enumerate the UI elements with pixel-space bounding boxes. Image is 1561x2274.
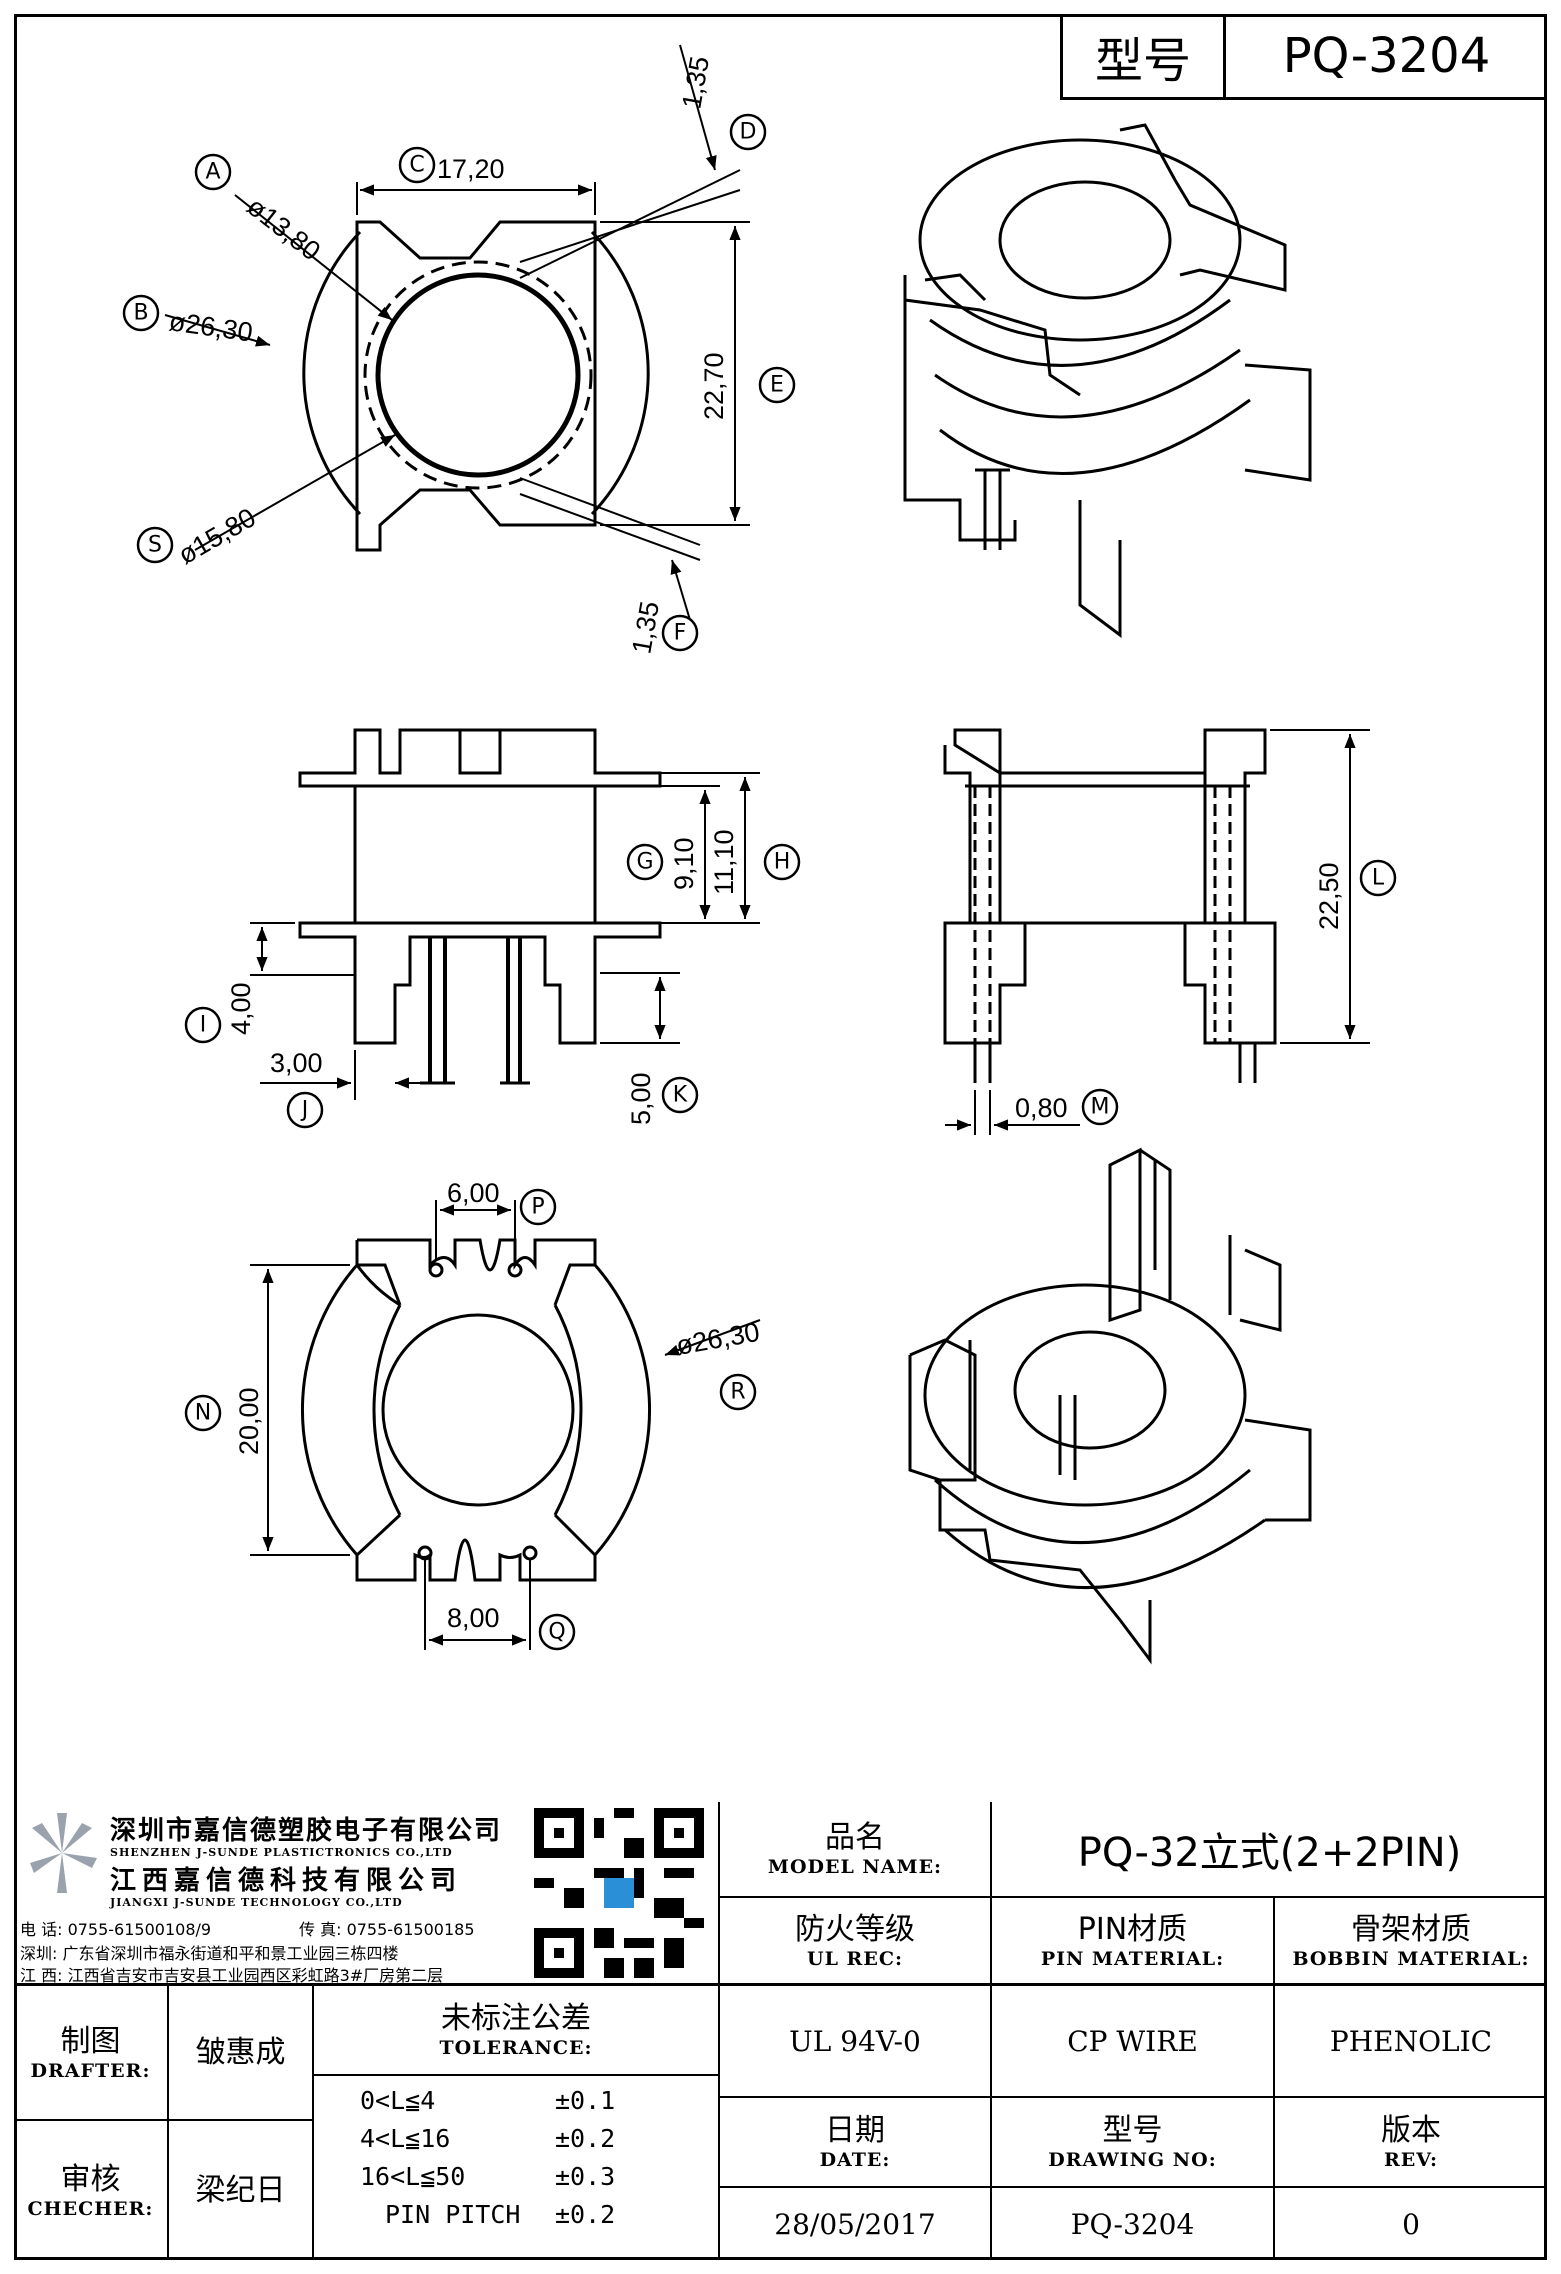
dim-s: ø15,80 <box>173 502 261 570</box>
dim-a: ø13,80 <box>241 191 326 266</box>
dim-c: 17,20 <box>437 154 505 184</box>
dim-i: 4,00 <box>226 982 256 1035</box>
header-model-label: 型号 <box>1060 14 1223 100</box>
isometric-view-bottom <box>908 1147 1312 1665</box>
dim-j: 3,00 <box>270 1048 323 1078</box>
callout-d: D <box>740 120 757 145</box>
tolerance-range-3: 16<L≦50 <box>360 2162 466 2191</box>
tolerance-table <box>314 2076 720 2260</box>
isometric-view-top <box>903 123 1312 638</box>
callout-k: K <box>673 1083 688 1108</box>
dim-l: 22,50 <box>1314 862 1344 930</box>
dim-e: 22,70 <box>699 352 729 420</box>
dim-b: ø26,30 <box>167 306 254 347</box>
tolerance-label: 未标注公差 TOLERANCE: <box>314 1986 720 2076</box>
ul-label: 防火等级 UL REC: <box>720 1898 992 1986</box>
callout-l: L <box>1372 866 1385 891</box>
callout-b: B <box>133 301 148 326</box>
callout-a: A <box>205 160 220 185</box>
tolerance-value-1: ±0.1 <box>555 2086 616 2115</box>
bobbin-material-label: 骨架材质 BOBBIN MATERIAL: <box>1275 1898 1547 1986</box>
side-view <box>943 728 1370 1135</box>
dim-m: 0,80 <box>1015 1093 1068 1123</box>
qr-code-icon <box>534 1808 704 1978</box>
bottom-view <box>250 1200 761 1650</box>
front-view <box>250 728 760 1100</box>
callout-f: F <box>674 621 687 646</box>
dim-h: 11,10 <box>709 829 739 895</box>
callout-n: N <box>195 1401 211 1426</box>
company-name-en-1: SHENZHEN J-SUNDE PLASTICTRONICS CO.,LTD <box>110 1846 453 1859</box>
dim-k: 5,00 <box>626 1072 656 1125</box>
callout-g: G <box>636 850 653 875</box>
callout-c: C <box>409 153 424 178</box>
company-name-en-2: JIANGXI J-SUNDE TECHNOLOGY CO.,LTD <box>110 1896 403 1909</box>
model-name-label: 品名 MODEL NAME: <box>720 1802 992 1898</box>
drawing-no-value: PQ-3204 <box>992 2188 1275 2260</box>
drawing-no-label: 型号 DRAWING NO: <box>992 2098 1275 2188</box>
title-block: 深圳市嘉信德塑胶电子有限公司 SHENZHEN J-SUNDE PLASTICT… <box>14 1802 1547 2260</box>
drafter-value: 皱惠成 <box>169 1986 314 2121</box>
top-view <box>164 44 750 621</box>
callout-j: J <box>300 1098 309 1123</box>
checker-label: 审核 CHECHER: <box>14 2121 169 2260</box>
rev-label: 版本 REV: <box>1275 2098 1547 2188</box>
dim-f: 1,35 <box>626 599 665 656</box>
tolerance-value-2: ±0.2 <box>555 2124 616 2153</box>
callout-h: H <box>774 850 791 875</box>
callout-q: Q <box>548 1620 565 1645</box>
company-address-jiangxi: 江 西: 江西省吉安市吉安县工业园西区彩虹路3#厂房第二层 <box>20 1966 444 1985</box>
dim-g: 9,10 <box>669 837 699 890</box>
pin-material-label: PIN材质 PIN MATERIAL: <box>992 1898 1275 1986</box>
rev-value: 0 <box>1402 2207 1420 2241</box>
tolerance-range-4: PIN PITCH <box>385 2200 521 2229</box>
tolerance-range-2: 4<L≦16 <box>360 2124 451 2153</box>
ul-value: UL 94V-0 <box>720 1986 992 2098</box>
company-block: 深圳市嘉信德塑胶电子有限公司 SHENZHEN J-SUNDE PLASTICT… <box>14 1802 720 1986</box>
company-name-cn-1: 深圳市嘉信德塑胶电子有限公司 <box>110 1816 503 1846</box>
tolerance-value-4: ±0.2 <box>555 2200 616 2229</box>
dim-d: 1,35 <box>676 54 715 111</box>
checker-value: 梁纪日 <box>169 2121 314 2260</box>
callout-r: R <box>730 1380 745 1405</box>
tolerance-value-3: ±0.3 <box>555 2162 616 2191</box>
drafter-label: 制图 DRAFTER: <box>14 1986 169 2121</box>
tolerance-range-1: 0<L≦4 <box>360 2086 436 2115</box>
callout-s: S <box>148 533 162 558</box>
pin-material-value: CP WIRE <box>992 1986 1275 2098</box>
bobbin-material-value: PHENOLIC <box>1275 1986 1547 2098</box>
company-name-cn-2: 江西嘉信德科技有限公司 <box>110 1866 463 1896</box>
header-model-value: PQ-3204 <box>1223 14 1547 100</box>
callout-m: M <box>1091 1095 1110 1120</box>
dim-r: ø26,30 <box>674 1317 762 1361</box>
company-address-shenzhen: 深圳: 广东省深圳市福永街道和平和景工业园三栋四楼 <box>20 1944 399 1963</box>
date-value: 28/05/2017 <box>720 2188 992 2260</box>
technical-drawing: A B C D E F S G H I J K L M P N R Q 17,2… <box>122 44 1397 1665</box>
model-name-value: PQ-32立式(2+2PIN) <box>992 1802 1547 1898</box>
company-fax: 传 真: 0755-61500185 <box>299 1920 475 1939</box>
company-phone: 电 话: 0755-61500108/9 <box>20 1920 212 1939</box>
callout-i: I <box>200 1013 207 1038</box>
company-logo-icon <box>30 1813 97 1893</box>
dim-p: 6,00 <box>447 1178 500 1208</box>
drawing-frame <box>14 14 1547 2260</box>
callout-e: E <box>770 373 784 398</box>
date-label: 日期 DATE: <box>720 2098 992 2188</box>
dim-n: 20,00 <box>234 1387 264 1455</box>
callout-p: P <box>531 1195 544 1220</box>
callout-circles <box>122 113 1397 1651</box>
dim-q: 8,00 <box>447 1603 500 1633</box>
